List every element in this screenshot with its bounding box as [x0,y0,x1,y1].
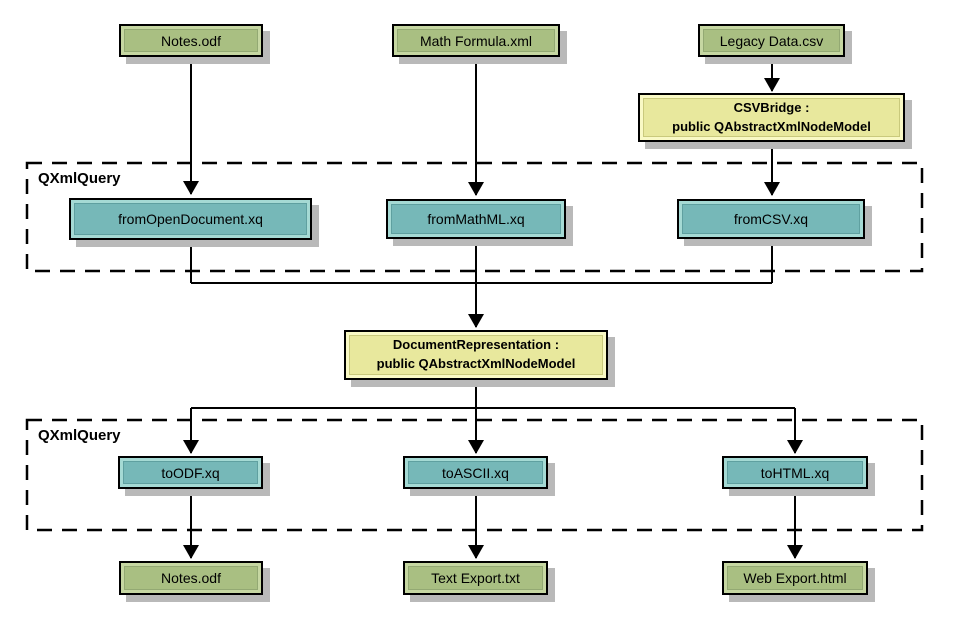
node-label: toODF.xq [161,464,220,481]
node-label: fromCSV.xq [733,211,809,227]
node-inner: fromOpenDocument.xq [74,203,307,235]
node-label: toHTML.xq [760,464,830,481]
node-label: toASCII.xq [442,464,509,481]
node-inner: fromCSV.xq [682,204,860,234]
node-inner: toASCII.xq [408,461,543,484]
node-inner: toHTML.xq [727,461,863,484]
node-label: fromOpenDocument.xq [118,211,263,227]
node-label: fromMathML.xq [427,211,525,227]
node-inner: Notes.odf [124,566,258,590]
node-fromcsv-xq: fromCSV.xq [677,199,865,239]
node-label-line1: CSVBridge : [733,99,810,115]
node-label: Legacy Data.csv [719,32,824,49]
node-inner: Notes.odf [124,29,258,52]
node-label: Notes.odf [161,32,221,49]
node-web-export-html: Web Export.html [722,561,868,595]
node-inner: Text Export.txt [408,566,543,590]
node-toodf-xq: toODF.xq [118,456,263,489]
node-text-export-txt: Text Export.txt [403,561,548,595]
node-math-formula-xml: Math Formula.xml [392,24,560,57]
bus-line-lower [191,380,795,409]
node-inner: toODF.xq [123,461,258,484]
node-label-line2: public QAbstractXmlNodeModel [376,356,576,371]
group-label-qxmlquery-input: QXmlQuery [38,170,121,187]
node-inner: Web Export.html [727,566,863,590]
node-label-line1: DocumentRepresentation : [392,337,560,353]
node-label: Web Export.html [743,570,847,586]
group-label-qxmlquery-output: QXmlQuery [38,427,121,444]
node-fromopendocument-xq: fromOpenDocument.xq [69,198,312,240]
node-inner: fromMathML.xq [391,204,561,234]
node-label: Text Export.txt [431,570,520,586]
node-frommathml-xq: fromMathML.xq [386,199,566,239]
node-legacy-data-csv: Legacy Data.csv [698,24,845,57]
node-inner: Math Formula.xml [397,29,555,52]
node-inner: Legacy Data.csv [703,29,840,52]
node-label: Notes.odf [161,570,221,586]
node-notes-odf-source: Notes.odf [119,24,263,57]
node-csvbridge-class: CSVBridge : public QAbstractXmlNodeModel [638,93,905,142]
node-tohtml-xq: toHTML.xq [722,456,868,489]
node-label: Math Formula.xml [419,32,533,49]
node-toascii-xq: toASCII.xq [403,456,548,489]
node-notes-odf-output: Notes.odf [119,561,263,595]
node-inner: CSVBridge : public QAbstractXmlNodeModel [643,98,900,137]
bus-line-upper [190,238,773,284]
node-documentrepresentation-class: DocumentRepresentation : public QAbstrac… [344,330,608,380]
node-inner: DocumentRepresentation : public QAbstrac… [349,335,603,375]
node-label-line2: public QAbstractXmlNodeModel [672,118,871,134]
